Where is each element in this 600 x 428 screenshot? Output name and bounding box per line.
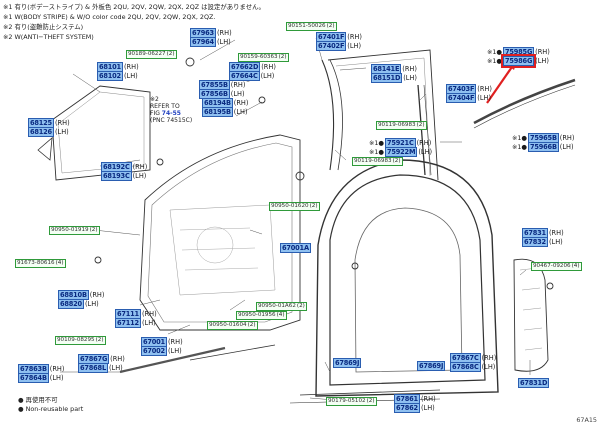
ref-90151-50026[interactable]: 90151-50026(2) <box>286 22 337 31</box>
legend-item-jp: ● 再使用不可 <box>18 396 58 404</box>
ref-90467-09206[interactable]: 90467-09206(4) <box>531 262 582 271</box>
note-1-en: ※1 W(BODY STRIPE) & W/O color code 2QU, … <box>3 13 216 21</box>
part-67832[interactable]: 67832(LH) <box>522 237 563 247</box>
part-68195b[interactable]: 68195B(LH) <box>202 107 248 117</box>
part-67002[interactable]: 67002(LH) <box>141 346 182 356</box>
refer-line3: (PNC 74515C) <box>150 117 193 124</box>
part-67868l[interactable]: 67868L(LH) <box>78 363 123 373</box>
part-67112[interactable]: 67112(LH) <box>115 318 156 328</box>
ref-90119-06983-b[interactable]: 90119-06983(2) <box>352 157 403 166</box>
part-68102[interactable]: 68102(LH) <box>97 71 138 81</box>
figure-number: 67A15 <box>576 416 597 424</box>
ref-90109-08295[interactable]: 90109-08295(2) <box>55 336 106 345</box>
part-68820[interactable]: 68820(LH) <box>58 299 99 309</box>
part-67862[interactable]: 67862(LH) <box>394 403 435 413</box>
ref-90950-01956[interactable]: 90950-01956(4) <box>236 311 287 320</box>
part-75966b[interactable]: ※1●75966B(LH) <box>512 142 574 152</box>
part-67868c[interactable]: 67868C(LH) <box>450 362 496 372</box>
ref-90950-01a62[interactable]: 90950-01A62(2) <box>256 302 307 311</box>
note-2-jp: ※2 有り(盗難防止システム) <box>3 23 84 31</box>
ref-90189-06227[interactable]: 90189-06227(2) <box>126 50 177 59</box>
part-75922m[interactable]: ※1●75922M(LH) <box>369 147 433 157</box>
part-67001a[interactable]: 67001A <box>280 243 311 253</box>
ref-90159-60363[interactable]: 90159-60363(2) <box>238 53 289 62</box>
note-1-jp: ※1 有り(ボデーストライプ) & 外板色 2QU, 2QV, 2QW, 2QX… <box>3 3 265 11</box>
part-68151d[interactable]: 68151D(LH) <box>371 73 417 83</box>
part-75986g[interactable]: ※1●75986G(LH) <box>487 54 549 68</box>
part-67869j-left[interactable]: 67869J <box>333 358 362 368</box>
refer-mark: ※2 <box>150 96 159 103</box>
legend: ● 再使用不可 ● Non-reusable part <box>18 396 83 414</box>
note-2-en: ※2 W(ANTI−THEFT SYSTEM) <box>3 33 94 41</box>
part-68193c[interactable]: 68193C(LH) <box>101 171 147 181</box>
part-67404f[interactable]: 67404F(LH) <box>446 93 492 103</box>
ref-90950-01604[interactable]: 90950-01604(2) <box>207 321 258 330</box>
ref-90950-01620[interactable]: 90950-01620(2) <box>269 202 320 211</box>
part-67964[interactable]: 67964(LH) <box>190 37 231 47</box>
part-67831d[interactable]: 67831D <box>518 378 550 388</box>
refer-fig-link[interactable]: 74-55 <box>161 110 181 117</box>
ref-91673-80616[interactable]: 91673-80616(4) <box>15 259 66 268</box>
refer-to-fig: ※2 REFER TO FIG 74-55 (PNC 74515C) <box>150 96 192 124</box>
part-68126[interactable]: 68126(LH) <box>28 127 69 137</box>
refer-line2: FIG <box>150 110 160 117</box>
ref-90950-01919[interactable]: 90950-01919(2) <box>49 226 100 235</box>
part-67402f[interactable]: 67402F(LH) <box>316 41 362 51</box>
refer-line1: REFER TO <box>150 103 180 110</box>
part-67664c[interactable]: 67664C(LH) <box>229 71 275 81</box>
legend-item-en: ● Non-reusable part <box>18 405 84 413</box>
ref-90119-06983-a[interactable]: 90119-06983(2) <box>376 121 427 130</box>
part-67869j-right[interactable]: 67869J <box>417 361 446 371</box>
ref-90179-05102[interactable]: 90179-05102(2) <box>326 397 377 406</box>
part-67864b[interactable]: 67864B(LH) <box>18 373 64 383</box>
